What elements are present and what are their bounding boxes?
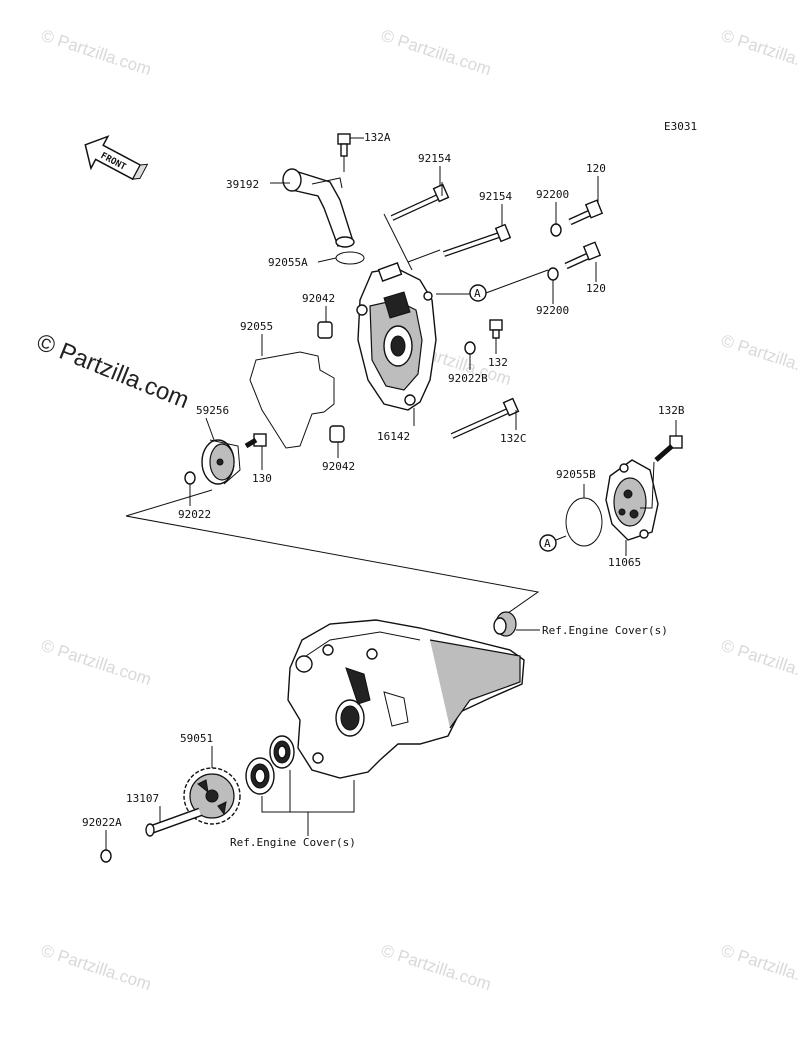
part-120-bolt [568,199,604,226]
callout-a-label: A [474,287,481,300]
label-132B: 132B [658,404,685,417]
label-16142: 16142 [377,430,410,443]
label-59051: 59051 [180,732,213,745]
label-120-upper: 120 [586,162,606,175]
engine-cover-body [287,619,525,779]
label-92042-upper: 92042 [302,292,335,305]
part-132C-bolt [450,397,520,439]
watermark-text: © Partzilla.com [719,941,800,994]
label-92200-lower: 92200 [536,304,569,317]
part-seal-engine-cover [493,611,517,637]
label-59256: 59256 [196,404,229,417]
part-92200-washer-2 [547,267,559,281]
label-92154-lower: 92154 [479,190,512,203]
assembly-reference-line [125,489,540,621]
label-120-lower: 120 [586,282,606,295]
part-92042-dowel [317,321,333,339]
watermark-text: © Partzilla.com [719,636,800,689]
label-ref-engine-cover-top: Ref.Engine Cover(s) [542,624,668,637]
label-11065: 11065 [608,556,641,569]
part-bearing-2 [269,735,295,769]
label-92022A: 92022A [82,816,122,829]
watermark-text: © Partzilla.com [719,26,800,79]
front-arrow-icon: FRONT [84,135,149,181]
watermark-text: © Partzilla.com [39,636,154,689]
part-92042-dowel-2 [329,425,345,443]
label-92055: 92055 [240,320,273,333]
watermark-text: © Partzilla.com [379,26,494,79]
part-132B-bolt [654,435,683,462]
part-132A-bolt [337,133,364,172]
callout-a-label-2: A [544,537,551,550]
part-132-bolt [489,319,503,339]
part-92022B-washer [464,341,476,355]
part-92154-long-bolt [390,182,450,221]
label-39192: 39192 [226,178,259,191]
watermark-layer: © Partzilla.com © Partzilla.com © Partzi… [33,26,800,994]
label-92022: 92022 [178,508,211,521]
part-92055-gasket [249,351,335,449]
part-11065-cover [605,459,659,541]
part-92022A-washer [100,849,112,863]
part-92055B-o-ring [565,497,603,547]
label-92154-upper: 92154 [418,152,451,165]
watermark-text: © Partzilla.com [719,331,800,384]
part-92200-washer [550,223,562,237]
part-92154-long-bolt-2 [443,223,512,257]
callout-a-icon-2 [539,534,557,552]
part-16142-water-pump-cover [356,262,437,411]
label-92055A: 92055A [268,256,308,269]
part-59051-gear [183,767,241,825]
label-92200-upper: 92200 [536,188,569,201]
part-bearing [245,757,275,795]
part-120-bolt-2 [564,241,602,270]
label-132A: 132A [364,131,391,144]
label-ref-engine-cover-bottom: Ref.Engine Cover(s) [230,836,356,849]
label-92055B: 92055B [556,468,596,481]
watermark-text: © Partzilla.com [379,941,494,994]
part-59256-impeller [201,439,241,485]
label-92022B: 92022B [448,372,488,385]
label-132C: 132C [500,432,527,445]
label-132: 132 [488,356,508,369]
watermark-large: © Partzilla.com [33,329,193,415]
label-130: 130 [252,472,272,485]
label-13107: 13107 [126,792,159,805]
diagram-code: E3031 [664,120,697,133]
label-92042-lower: 92042 [322,460,355,473]
part-39192-hose-fitting [270,168,355,248]
part-130-bolt [244,433,267,449]
watermark-text: © Partzilla.com [39,941,154,994]
watermark-text: © Partzilla.com [39,26,154,79]
part-92022-washer [184,471,196,485]
part-13107-shaft [145,807,202,837]
part-92055A-o-ring [335,251,365,265]
